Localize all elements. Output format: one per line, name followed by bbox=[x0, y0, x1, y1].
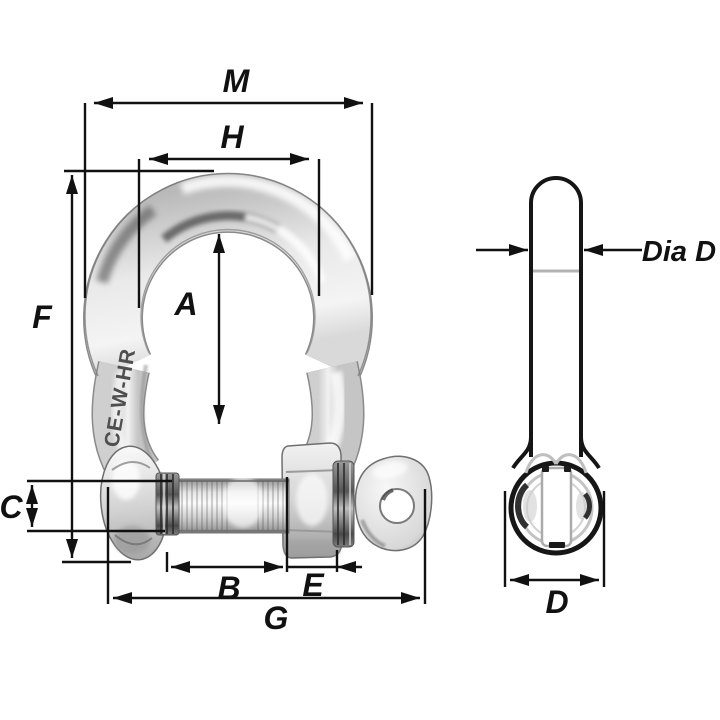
side-pin-shaft bbox=[529, 176, 583, 457]
front-view-shackle-body: CE-W-HR bbox=[83, 172, 433, 561]
side-slot-tick-right bbox=[564, 466, 571, 472]
dim-F-label: F bbox=[32, 299, 53, 335]
side-dark-crescent-right bbox=[582, 492, 592, 520]
pin-collar-left bbox=[155, 472, 180, 536]
side-dark-crescent-left bbox=[515, 482, 530, 530]
ring-highlight-outer bbox=[179, 175, 356, 262]
side-shade-left bbox=[523, 490, 537, 522]
dim-D-label: D bbox=[545, 584, 568, 620]
pin-eye-hole bbox=[379, 488, 415, 524]
side-flare-left bbox=[511, 436, 533, 470]
dim-A-label: A bbox=[173, 286, 197, 322]
bow-outer-edge bbox=[84, 172, 372, 377]
side-slot-tick-bottom bbox=[549, 542, 565, 548]
dim-diaD-label: Dia D bbox=[642, 236, 716, 268]
side-shade-right bbox=[576, 492, 588, 520]
left-leg-shadow-edge bbox=[140, 364, 154, 463]
dim-C-label: C bbox=[0, 489, 23, 525]
dimension-lines bbox=[26, 97, 642, 604]
hex-nut bbox=[281, 442, 343, 559]
side-slot-tick-left bbox=[542, 466, 549, 472]
side-view bbox=[508, 176, 604, 556]
dim-M-label: M bbox=[223, 63, 251, 99]
dim-H-label: H bbox=[220, 119, 244, 155]
ring-highlight-inner bbox=[244, 212, 327, 284]
dimension-labels: M H F A C B E G D Dia D bbox=[0, 63, 716, 636]
ring-dark-streak-outer bbox=[96, 205, 157, 284]
side-flare-right bbox=[579, 436, 601, 470]
dim-B-label: B bbox=[217, 570, 240, 606]
side-pin-slot bbox=[540, 466, 573, 548]
pin-washer-right bbox=[332, 460, 355, 548]
dim-G-label: G bbox=[264, 600, 289, 636]
bow-ring bbox=[84, 174, 372, 380]
dim-E-label: E bbox=[302, 567, 325, 603]
pin-cylinder bbox=[176, 476, 290, 534]
bow-inner-edge bbox=[140, 228, 316, 354]
pin-eye-head bbox=[354, 455, 433, 552]
side-top-fillets bbox=[524, 453, 588, 474]
